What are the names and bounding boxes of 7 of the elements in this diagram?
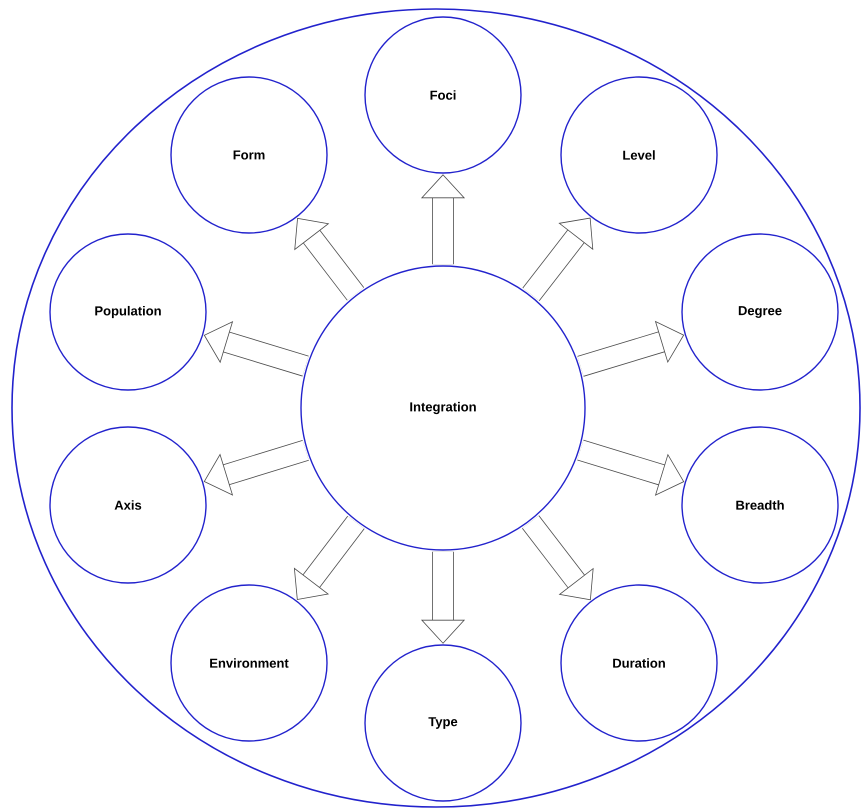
block-arrow	[204, 440, 309, 496]
block-arrow	[522, 218, 594, 302]
block-arrow	[577, 440, 684, 496]
block-arrow	[577, 320, 684, 377]
outer-ellipse	[11, 8, 861, 808]
block-arrow	[294, 218, 364, 301]
block-arrow	[522, 515, 594, 600]
